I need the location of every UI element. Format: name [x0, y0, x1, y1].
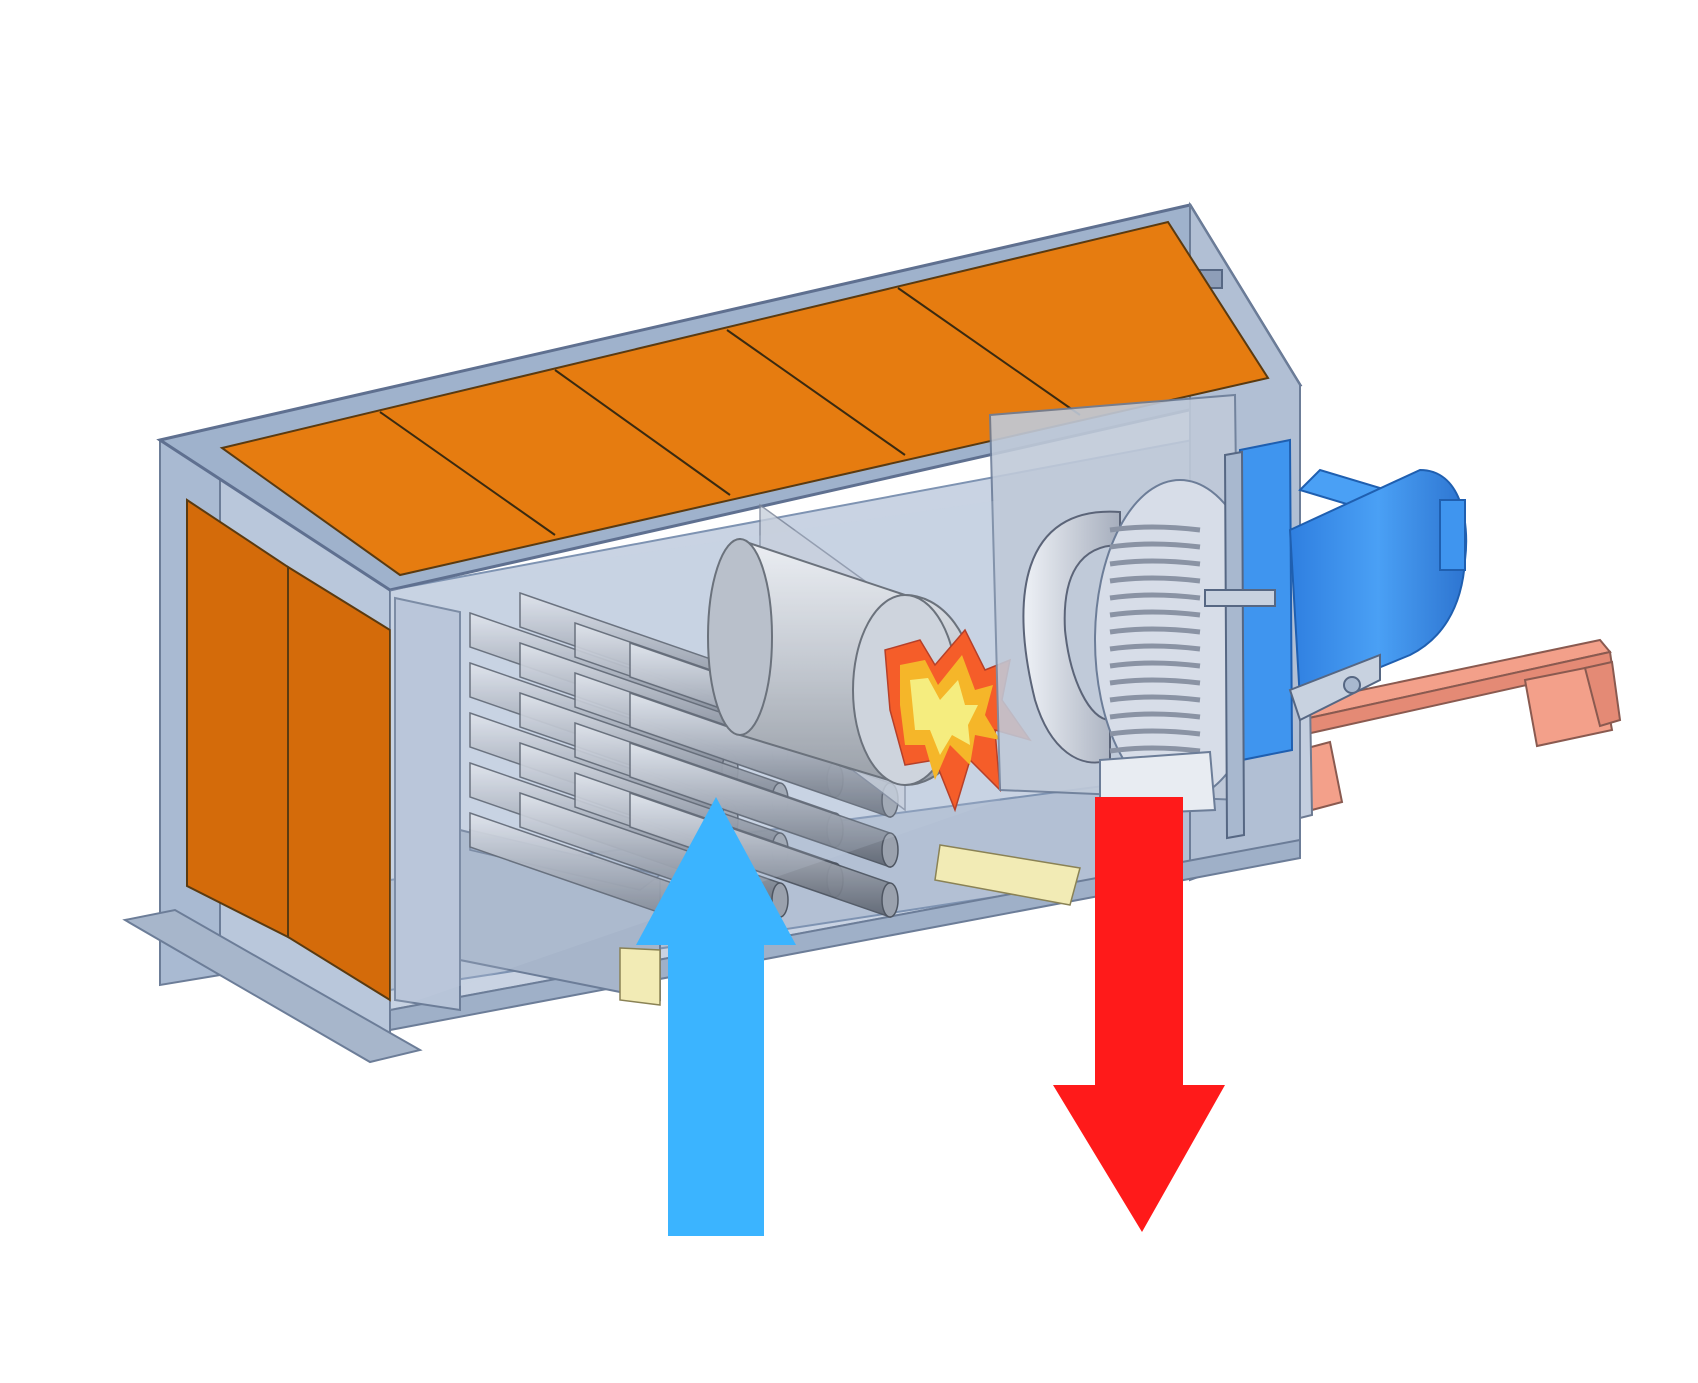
exchanger-tube-end — [881, 832, 899, 868]
fan-blade — [1109, 609, 1201, 618]
front-glass-overlay — [390, 500, 1000, 1010]
fan-blade — [1109, 592, 1201, 601]
fan-motor — [1288, 468, 1468, 722]
exchanger-tube-end — [881, 882, 899, 918]
motor-mount-flange — [1204, 438, 1294, 840]
insulated-side-panels — [186, 498, 391, 1002]
centrifugal-fan — [988, 393, 1266, 817]
fan-blade — [1109, 558, 1201, 567]
burner-flame — [884, 628, 1032, 813]
hot-air-outlet-arrow — [1053, 797, 1225, 1232]
heat-exchanger-tube-bundle — [469, 591, 899, 939]
fan-blade — [1109, 694, 1201, 703]
fan-blade — [1109, 524, 1201, 533]
fan-blade — [1109, 643, 1201, 652]
base-rails — [1288, 638, 1622, 822]
fan-blade — [1109, 677, 1201, 686]
fan-blade — [1109, 660, 1201, 669]
fan-blade — [1109, 626, 1201, 635]
fan-blade — [1109, 745, 1201, 754]
fan-blade — [1109, 711, 1201, 720]
fan-blade — [1109, 541, 1201, 550]
fan-blade — [1109, 728, 1201, 737]
cold-air-inlet-arrow — [636, 797, 796, 1236]
fan-impeller-blades — [1109, 524, 1201, 754]
insulated-roof-panels — [219, 220, 1270, 577]
fan-blade — [1109, 575, 1201, 584]
